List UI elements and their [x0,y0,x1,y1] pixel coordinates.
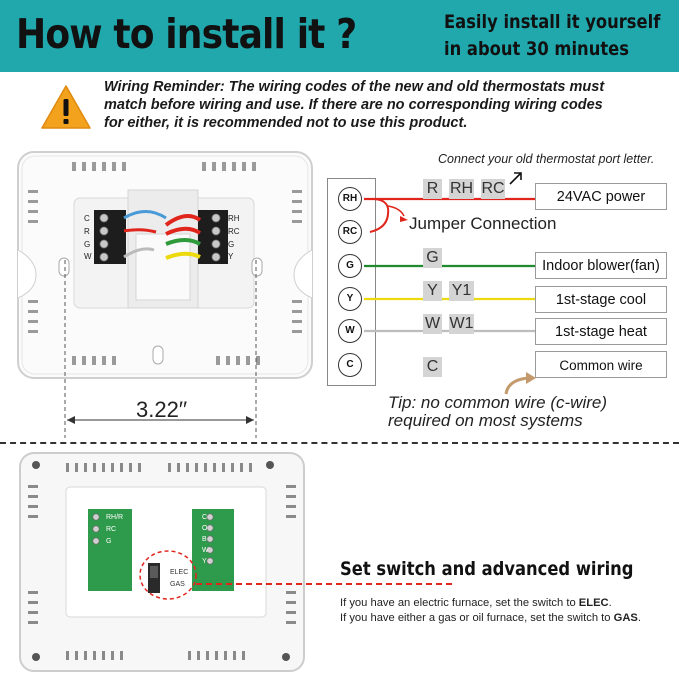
label-indoor-blower: Indoor blower(fan) [535,252,667,279]
curved-arrow-icon [504,372,536,395]
plate-terminal-label: G [84,239,91,249]
wiring-reminder-text: Wiring Reminder: The wiring codes of the… [104,79,605,131]
pcb-terminal-label: W [202,547,209,554]
header-bar [0,0,679,72]
plate-terminal-label: W [84,252,92,262]
tip-line-2: required on most systems [388,411,583,430]
port-panel [327,178,376,386]
code-rc: RC [481,179,505,199]
plate-terminal-label: RC [228,226,240,236]
thermostat-back-plate [19,452,305,672]
subtitle-line-2: in about 30 minutes [444,38,629,60]
code-w1: W1 [449,314,474,334]
instruction-electric-suffix: . [608,597,612,609]
instruction-gas-prefix: If you have either a gas or oil furnace,… [340,612,614,624]
plate-terminal-label: RH [228,214,240,223]
instruction-gas-suffix: . [637,612,641,624]
plate-terminal-label: Y [228,252,234,262]
code-g: G [423,248,442,268]
dimension-lines [64,260,257,438]
instruction-gas: If you have either a gas or oil furnace,… [340,612,641,624]
label-1st-stage-cool: 1st-stage cool [535,286,667,313]
plate-terminal-label: G [228,239,235,249]
instruction-electric: If you have an electric furnace, set the… [340,597,612,609]
section-divider [0,442,679,444]
pcb-right-labels: C O B W Y [202,512,209,567]
port-c: C [338,353,362,377]
code-y: Y [423,281,442,301]
pcb-terminal-label: B [202,536,207,543]
code-rh: RH [449,179,474,199]
page-title: How to install it ? [16,10,357,58]
tip-line-1: Tip: no common wire (c-wire) [388,393,607,412]
instruction-gas-value: GAS [613,612,638,624]
port-rc: RC [338,220,362,244]
instruction-elec-value: ELEC [578,597,609,609]
instruction-electric-prefix: If you have an electric furnace, set the… [340,597,579,609]
pcb-terminal-label: G [106,538,112,545]
port-rh: RH [338,187,362,211]
pcb-terminal-label: RC [106,526,117,533]
switch-label-gas: GAS [170,581,185,588]
thermostat-base-plate [17,151,313,379]
plate-terminal-label: C [84,214,90,223]
jumper-connection-label: Jumper Connection [409,214,557,233]
connect-note: Connect your old thermostat port letter. [438,152,655,166]
plate-right-terminal-labels: RH RC G Y [228,213,240,264]
label-1st-stage-heat: 1st-stage heat [535,318,667,345]
pcb-terminal-label: O [202,525,208,532]
warning-triangle-icon [41,85,91,129]
label-24vac-power: 24VAC power [535,183,667,210]
port-y: Y [338,287,362,311]
plate-terminal-label: R [84,226,90,236]
pcb-terminal-label: RH/R [106,514,124,521]
plate-left-terminal-labels: C R G W [84,213,92,264]
subtitle-line-1: Easily install it yourself [444,11,661,33]
port-w: W [338,319,362,343]
code-c: C [423,357,442,377]
switch-leader-line [196,583,452,585]
code-y1: Y1 [449,281,474,301]
set-switch-title: Set switch and advanced wiring [340,558,634,580]
header-subtitle: Easily install it yourself in about 30 m… [444,9,660,63]
pcb-terminal-label: Y [202,558,207,565]
code-w: W [423,314,442,334]
port-g: G [338,254,362,278]
pcb-left-labels: RH/R RC G [106,512,123,548]
code-r: R [423,179,442,199]
pcb-terminal-label: C [202,514,208,521]
dimension-label: 3.22′′ [136,397,188,422]
tip-text: Tip: no common wire (c-wire) required on… [388,394,607,430]
arrow-up-right-icon [509,172,522,185]
switch-labels: ELEC GAS [170,567,188,591]
label-common-wire: Common wire [535,351,667,378]
switch-label-elec: ELEC [170,569,189,576]
